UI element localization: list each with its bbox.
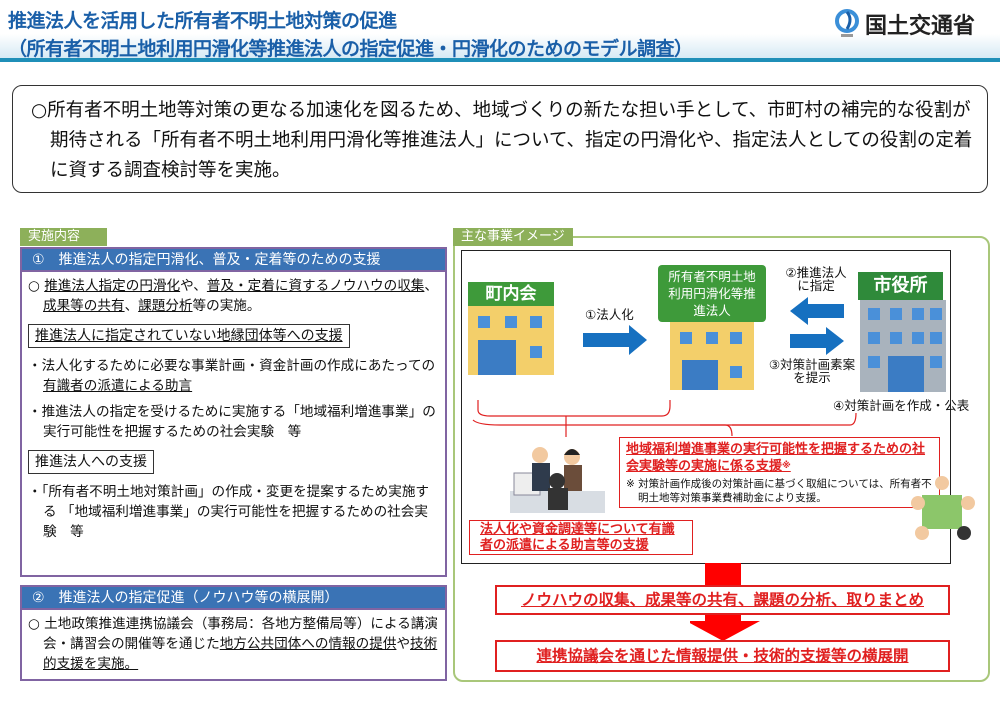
text: 地域福利増進事業の実行可能性を把握するための社会実験等の実施に係る支援 — [626, 442, 926, 474]
text: 成果等の共有 — [43, 298, 125, 314]
advice-support-box: 法人化や資金調達等について有識者の派遣による助言等の支援 — [469, 520, 693, 555]
suishin-houjin-label: 所有者不明土地利用円滑化等推進法人 — [658, 265, 766, 322]
text: 有識者の派遣による助言 — [43, 378, 193, 394]
section-1-bullet: ○ 推進法人指定の円滑化や、普及・定着に資するノウハウの収集、成果等の共有、課題… — [28, 276, 439, 316]
text: 推進法人指定の円滑化 — [44, 278, 181, 294]
section-2-bullet: ○ 土地政策推進連携協議会（事務局：各地方整備局等）による講演会・講習会の開催等… — [28, 614, 439, 674]
page-title: 推進法人を活用した所有者不明土地対策の促進 — [8, 10, 397, 32]
tab-implementation: 実施内容 — [20, 228, 107, 246]
brace-connector — [700, 412, 857, 426]
section-2-heading: ② 推進法人の指定促進（ノウハウ等の横展開） — [22, 587, 445, 610]
summary-box: ○所有者不明土地等対策の更なる加速化を図るため、地域づくりの新たな担い手として、… — [12, 85, 988, 193]
subsidy-note: ※ 対策計画作成後の対策計画に基づく取組については、所有者不明土地等対策事業費補… — [626, 478, 932, 504]
text: ③対策計画素案を提示 — [768, 357, 856, 385]
business-image-panel — [453, 236, 990, 682]
workshop-people-illustration — [911, 476, 975, 540]
text: 地方公共団体への情報の提供 — [219, 636, 397, 652]
list-item: ・法人化するために必要な事業計画・資金計画の作成にあたっての有識者の派遣による助… — [28, 356, 439, 396]
mlit-emblem-icon — [835, 9, 859, 37]
header-rule — [0, 58, 1000, 62]
arrow-right-icon — [790, 327, 844, 355]
step-3-label: ③対策計画素案を提示 — [766, 358, 858, 384]
list-item: ・「所有者不明土地対策計画」の作成・変更を提案するため実施する 「地域福利増進事… — [28, 484, 430, 540]
text: ○ — [28, 278, 45, 294]
header-band — [0, 34, 1000, 62]
result-knowhow-box: ノウハウの収集、成果等の共有、課題の分析、取りまとめ — [495, 585, 950, 615]
step-4-label: ④対策計画を作成・公表 — [833, 398, 970, 413]
logo-text: 国土交通省 — [865, 14, 976, 39]
text: 、 — [424, 278, 438, 294]
list-item: ・推進法人の指定を受けるために実施する「地域福利増進事業」の実行可能性を把握する… — [28, 404, 436, 440]
text: 技術的支援を実施。 — [43, 636, 438, 672]
text: ※ — [782, 461, 791, 471]
section-1: ① 推進法人の指定円滑化、普及・定着等のための支援 ○ 推進法人指定の円滑化や、… — [20, 247, 447, 577]
consultation-people-illustration — [510, 447, 605, 513]
city-hall-building-icon — [860, 300, 946, 392]
arrow-left-icon — [790, 297, 844, 325]
text: 法人化や資金調達等について有識者の派遣による助言等の支援 — [480, 522, 675, 553]
arrow-right-icon — [583, 325, 647, 355]
chonaikai-building-icon: 町内会 — [468, 282, 554, 375]
subheading-unassigned-groups: 推進法人に指定されていない地縁団体等への支援 — [28, 324, 350, 348]
tab-business-image: 主な事業イメージ — [453, 228, 573, 246]
section-2: ② 推進法人の指定促進（ノウハウ等の横展開） ○ 土地政策推進連携協議会（事務局… — [20, 585, 447, 681]
text: 、 — [124, 298, 139, 314]
section-1-heading: ① 推進法人の指定円滑化、普及・定着等のための支援 — [22, 249, 445, 272]
suishin-houjin-building-icon — [670, 322, 754, 390]
text: ○ 土地政策推進連携協議会（事務局：各地方整備局等）による講演会・講習会の開催等… — [28, 616, 438, 652]
arrow-down-icon — [690, 563, 760, 641]
step-1-label: ①法人化 — [585, 307, 634, 322]
subheading-promotion-corp: 推進法人への支援 — [28, 450, 154, 474]
mlit-logo: 国土交通省 — [835, 8, 975, 40]
text: や、 — [180, 278, 207, 294]
result-rollout-box: 連携協議会を通じた情報提供・技術的支援等の横展開 — [495, 640, 950, 672]
text: 等の実施。 — [192, 298, 261, 314]
text: や — [396, 636, 411, 652]
summary-text: ○所有者不明土地等対策の更なる加速化を図るため、地域づくりの新たな担い手として、… — [31, 100, 973, 181]
step-2-label: ②推進法人に指定 — [782, 266, 850, 292]
experiment-support-box: 地域福利増進事業の実行可能性を把握するための社会実験等の実施に係る支援※ ※ 対… — [619, 437, 940, 508]
text: 課題分析 — [138, 298, 193, 314]
text: ・法人化するために必要な事業計画・資金計画の作成にあたっての — [28, 358, 436, 374]
page-subtitle: （所有者不明土地利用円滑化等推進法人の指定促進・円滑化のためのモデル調査） — [8, 38, 693, 60]
text: ②推進法人に指定 — [785, 265, 847, 293]
shiyakusho-label: 市役所 — [858, 272, 943, 300]
text: 普及・定着に資するノウハウの収集 — [206, 278, 425, 294]
chonaikai-label: 町内会 — [468, 282, 554, 306]
